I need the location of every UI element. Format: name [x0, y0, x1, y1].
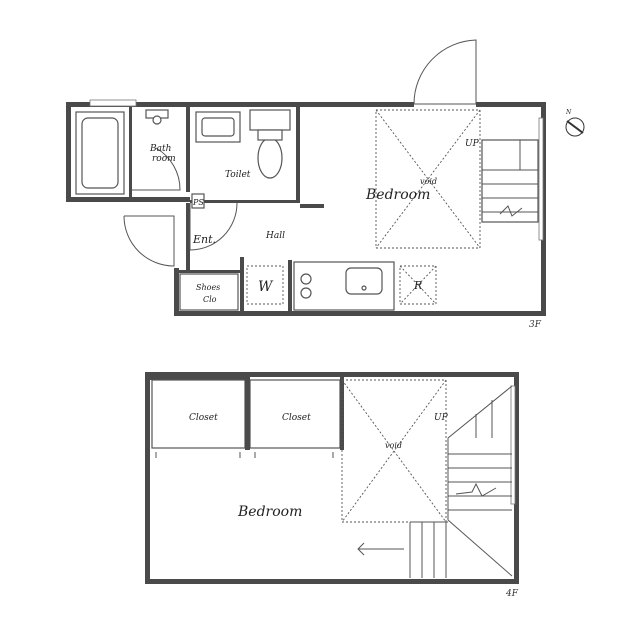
label-up-3f: UP: [465, 139, 480, 149]
label-toilet: Toilet: [225, 170, 251, 180]
floor-label-4f: 4F: [505, 589, 519, 599]
label-ps: PS: [192, 198, 204, 207]
label-up-4f: UP: [434, 413, 449, 423]
label-void-3f: void: [420, 177, 437, 186]
compass-north-label: N: [565, 109, 572, 116]
label-washer: W: [258, 279, 274, 295]
label-hall: Hall: [265, 231, 285, 241]
floor-label-3f: 3F: [529, 320, 542, 330]
label-closet-left: Closet: [189, 413, 218, 423]
label-void-4f: void: [385, 441, 402, 450]
label-bedroom-3f: Bedroom: [365, 187, 430, 203]
label-refrigerator: R: [413, 279, 422, 292]
label-entrance: Ent.: [192, 233, 216, 246]
label-closet-right: Closet: [282, 413, 311, 423]
compass-icon: N: [565, 109, 585, 137]
label-bedroom-4f: Bedroom: [237, 504, 302, 520]
floor-4f: Closet Closet void UP Bedroom 4F: [145, 372, 519, 599]
